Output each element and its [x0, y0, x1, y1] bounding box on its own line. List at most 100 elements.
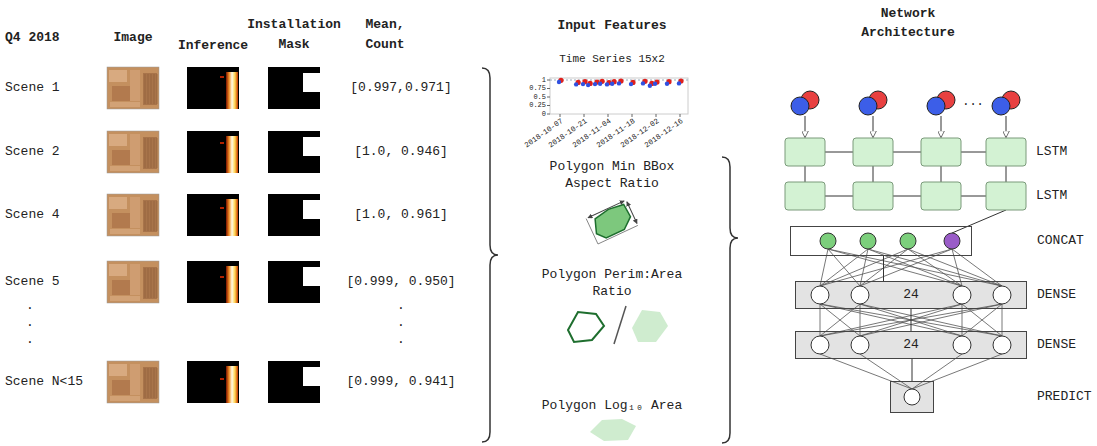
bbox-arrow [627, 202, 637, 224]
installation-mask [303, 137, 320, 156]
layer-label: CONCAT [1037, 233, 1084, 249]
count-point [586, 83, 590, 87]
terrain-patch [110, 229, 140, 234]
count-point [593, 82, 597, 86]
field-row [148, 368, 149, 398]
area-polygon [632, 310, 668, 342]
box-fill [795, 281, 1027, 309]
lstm-link [893, 152, 921, 153]
lstm-cell [986, 138, 1026, 166]
field-row [148, 268, 149, 298]
axis-tick: 1 [516, 76, 546, 85]
scene-images [107, 261, 320, 303]
feature-label: Polygon Log₁₀ Area [522, 398, 702, 414]
lstm-link [805, 166, 806, 182]
field-row [154, 368, 155, 398]
terrain-patch [112, 280, 132, 295]
column-header: Installation Mask [241, 15, 347, 55]
terrain-patch [130, 70, 140, 101]
field-row [151, 74, 152, 104]
count-point [598, 82, 602, 86]
input-feature [791, 97, 809, 115]
column-header: Q4 2018 [5, 30, 60, 46]
unit-count: 24 [903, 287, 919, 303]
value-pair: [0.997,0.971] [336, 80, 466, 96]
terrain-patch [112, 380, 132, 395]
inference-speck [220, 142, 224, 144]
terrain-patch [143, 267, 157, 299]
terrain-patch [143, 200, 157, 232]
axis-tick: 0 [516, 110, 546, 119]
lstm-link [1006, 166, 1007, 182]
scene-images [107, 361, 320, 403]
y-tick [547, 80, 550, 81]
column-header: Mean, Count [356, 15, 414, 55]
x-tick [656, 114, 657, 117]
inference-heat [226, 366, 238, 403]
installation-mask [303, 367, 320, 386]
axis-tick: 0.75 [516, 84, 546, 93]
y-tick [547, 105, 550, 106]
lstm-cell [785, 182, 825, 210]
feature-label: Polygon Perim:Area Ratio [537, 266, 687, 300]
axis-tick: 0.25 [516, 101, 546, 110]
lstm-cell [921, 138, 961, 166]
scene-images [107, 131, 320, 173]
inference-image [187, 131, 239, 173]
predict-layer: PREDICT [890, 381, 934, 413]
installation-polygon [589, 202, 634, 241]
lstm-link [893, 196, 921, 197]
satellite-image [107, 261, 159, 303]
predict-link [820, 354, 912, 389]
dense-unit [953, 336, 971, 354]
value-pair: [1.0, 0.961] [336, 207, 466, 223]
installation-mask [303, 73, 320, 92]
layer-label: LSTM [1036, 188, 1067, 204]
x-tick [584, 114, 585, 117]
inference-heat [226, 72, 238, 109]
mask-image [268, 67, 320, 109]
unit-count: 24 [903, 337, 919, 353]
scene-label: Scene 5 [5, 274, 60, 290]
ellipsis: ... [958, 94, 988, 110]
x-tick [632, 114, 633, 117]
predict-unit [904, 389, 920, 405]
inference-heat [226, 266, 238, 303]
network-units [785, 91, 1026, 405]
field-row [148, 201, 149, 231]
terrain-patch [130, 364, 140, 395]
field-row [145, 201, 146, 231]
scene-label: Scene 2 [5, 144, 60, 160]
count-point [581, 82, 585, 86]
scene-label: Scene N<15 [5, 374, 83, 390]
count-point [641, 81, 645, 85]
dense-unit [993, 286, 1011, 304]
curly-brace [722, 157, 738, 443]
box-fills [790, 226, 1027, 413]
chart-title: Time Series 15x2 [532, 52, 692, 66]
terrain-patch [110, 396, 140, 401]
concat-unit [820, 233, 836, 249]
field-row [151, 138, 152, 168]
field-row [151, 201, 152, 231]
value-pair: [1.0, 0.946] [336, 144, 466, 160]
inference-heat [226, 136, 238, 173]
terrain-patch [110, 102, 140, 107]
feature-label: Polygon Min BBox Aspect Ratio [537, 158, 687, 192]
y-tick [547, 114, 550, 115]
inference-speck [220, 276, 224, 278]
dense-unit [851, 336, 869, 354]
field-row [154, 201, 155, 231]
chart-frame [550, 78, 688, 114]
field-row [148, 74, 149, 104]
lstm-link [961, 196, 986, 197]
layer-connector [911, 309, 912, 331]
inference-image [187, 67, 239, 109]
mask-image [268, 361, 320, 403]
box-fill [890, 381, 934, 413]
count-point [653, 82, 657, 86]
terrain-patch [109, 264, 127, 276]
ellipsis-dot: . [20, 298, 40, 314]
terrain-patch [110, 296, 140, 301]
